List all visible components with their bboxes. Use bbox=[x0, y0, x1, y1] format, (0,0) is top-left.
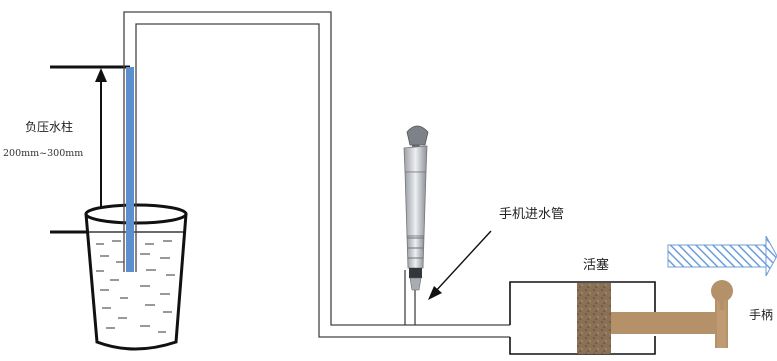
inlet-pointer-arrow bbox=[428, 230, 492, 300]
water-tube bbox=[123, 11, 510, 338]
range-label: 200mm~300mm bbox=[3, 148, 83, 159]
plunger-rod bbox=[611, 298, 728, 348]
hatched-arrow-right-icon bbox=[667, 235, 777, 277]
inlet-pipe-label: 手机进水管 bbox=[499, 207, 564, 222]
dimension-arrowhead-top bbox=[95, 68, 107, 82]
handpiece-icon bbox=[403, 125, 429, 291]
water-column-label: 负压水柱 bbox=[25, 119, 73, 134]
water-surface-dashes bbox=[96, 240, 175, 333]
handle-knob bbox=[711, 280, 733, 310]
piston bbox=[577, 283, 611, 354]
handle-label: 手柄 bbox=[749, 308, 773, 322]
water-column bbox=[126, 67, 134, 272]
piston-label: 活塞 bbox=[583, 257, 609, 273]
